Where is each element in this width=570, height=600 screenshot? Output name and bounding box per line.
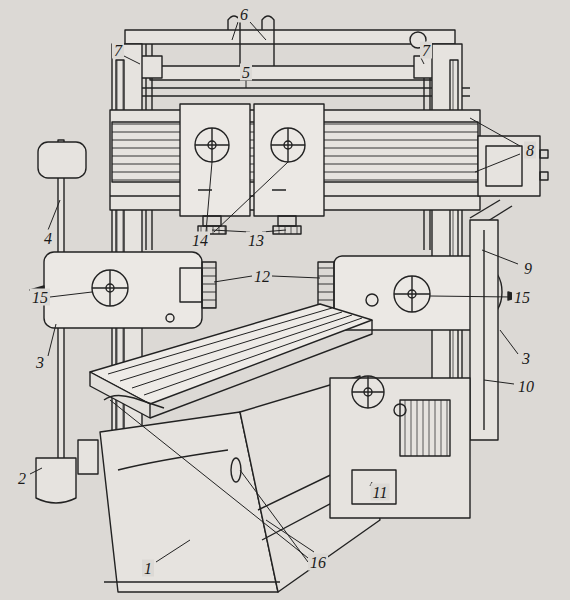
callout-number: 15 <box>512 289 532 306</box>
callout-number: 6 <box>238 6 250 23</box>
callout-number: 3 <box>520 350 532 367</box>
callout-number: 13 <box>246 232 266 249</box>
callout-number: 7 <box>112 42 124 59</box>
callout-number: 16 <box>308 554 328 571</box>
callout-number: 15 <box>30 289 50 306</box>
callout-number: 11 <box>371 484 390 501</box>
callout-number: 1 <box>142 560 154 577</box>
callout-number: 10 <box>516 378 536 395</box>
callout-number: 3 <box>34 354 46 371</box>
callout-number: 4 <box>42 230 54 247</box>
callout-number: 8 <box>524 142 536 159</box>
callout-number: 5 <box>240 64 252 81</box>
callout-number: 2 <box>16 470 28 487</box>
callout-number: 12 <box>252 268 272 285</box>
callout-number: 14 <box>190 232 210 249</box>
callout-number: 7 <box>420 42 432 59</box>
callout-number: 9 <box>522 260 534 277</box>
